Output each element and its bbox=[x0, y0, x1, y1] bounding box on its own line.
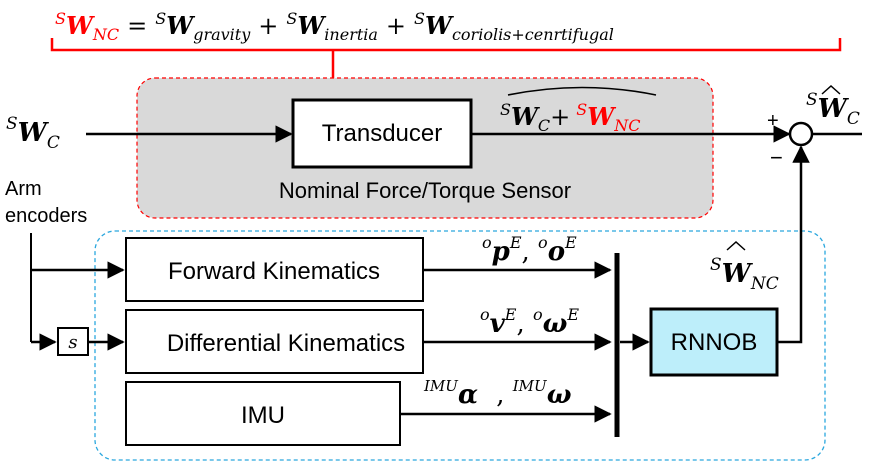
sensor-output: SWC+SWNC bbox=[500, 100, 640, 135]
estimate-hat bbox=[726, 240, 746, 251]
equation-brace bbox=[50, 38, 842, 52]
equation: SWNC=SWgravity+SWinertia+SWcoriolis+cenr… bbox=[55, 9, 614, 44]
transducer-label: Transducer bbox=[322, 120, 443, 147]
forward-kinematics-label: Forward Kinematics bbox=[168, 258, 380, 285]
input-wc: SWC bbox=[6, 114, 60, 153]
nominal-sensor-label: Nominal Force/Torque Sensor bbox=[279, 178, 571, 203]
sum-minus-sign: − bbox=[770, 145, 783, 170]
differential-kinematics-label: Differential Kinematics bbox=[167, 330, 405, 357]
sensor-output-hat bbox=[507, 86, 657, 96]
fk-signal: opE, ooE bbox=[482, 233, 577, 267]
differentiator-block bbox=[57, 327, 89, 356]
imu-signal: IMUα , IMUω bbox=[423, 377, 572, 410]
rnnob-block bbox=[649, 307, 779, 377]
rnnob-feedback-arrow bbox=[777, 145, 810, 344]
dk-signal: ovE, oωE bbox=[480, 305, 579, 339]
differential-kinematics-block bbox=[125, 309, 424, 374]
differentiator-label: s bbox=[68, 332, 77, 353]
estimate-wnc-hat: SWNC bbox=[710, 255, 779, 294]
output-hat bbox=[821, 84, 841, 95]
imu-label: IMU bbox=[241, 402, 285, 429]
sum-plus-sign: + bbox=[767, 110, 779, 132]
transducer-block bbox=[291, 98, 473, 169]
observer-group bbox=[94, 230, 826, 461]
forward-kinematics-block bbox=[125, 237, 424, 302]
output-wc-hat: SWC bbox=[806, 90, 860, 129]
summing-junction bbox=[788, 121, 814, 147]
rnnob-label: RNNOB bbox=[671, 329, 758, 356]
